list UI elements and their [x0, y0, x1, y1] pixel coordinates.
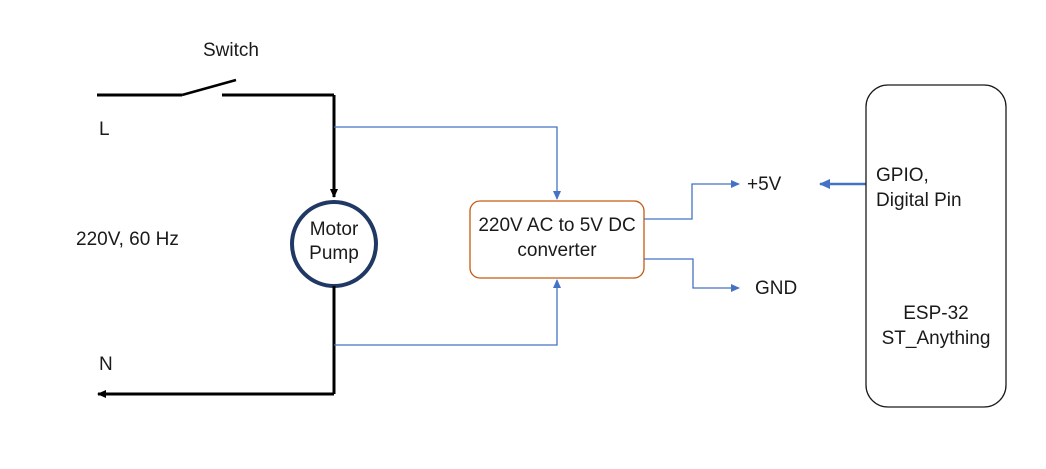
esp32-label: ESP-32 ST_Anything: [866, 302, 1006, 351]
plus5v-label: +5V: [747, 174, 782, 195]
esp32-label-line1: ESP-32: [903, 303, 969, 324]
gnd-label: GND: [755, 278, 798, 299]
converter-box: [469, 200, 645, 279]
switch-contact: [181, 78, 237, 97]
esp32-box: [865, 84, 1007, 408]
neutral-label: N: [99, 354, 113, 375]
line-wire: [97, 78, 338, 198]
converter-label-line2: converter: [517, 239, 597, 261]
motor-label-line2: Pump: [309, 242, 359, 264]
esp32-label-line2: ST_Anything: [881, 327, 991, 349]
motor-pump-label: Motor Pump: [292, 218, 376, 266]
motor-label-line1: Motor: [309, 219, 359, 240]
converter-label: 220V AC to 5V DC converter: [466, 214, 648, 263]
converter-feed-wires: [334, 126, 561, 346]
gpio-label-line2: Digital Pin: [876, 189, 962, 211]
converter-output-wires: [644, 180, 740, 292]
gpio-label: GPIO, Digital Pin: [876, 164, 962, 213]
switch-label: Switch: [203, 40, 259, 61]
neutral-wire: [97, 286, 336, 398]
supply-label: 220V, 60 Hz: [76, 229, 179, 250]
line-label: L: [99, 119, 110, 140]
gpio-label-line1: GPIO,: [876, 165, 929, 186]
converter-label-line1: 220V AC to 5V DC: [478, 215, 636, 236]
